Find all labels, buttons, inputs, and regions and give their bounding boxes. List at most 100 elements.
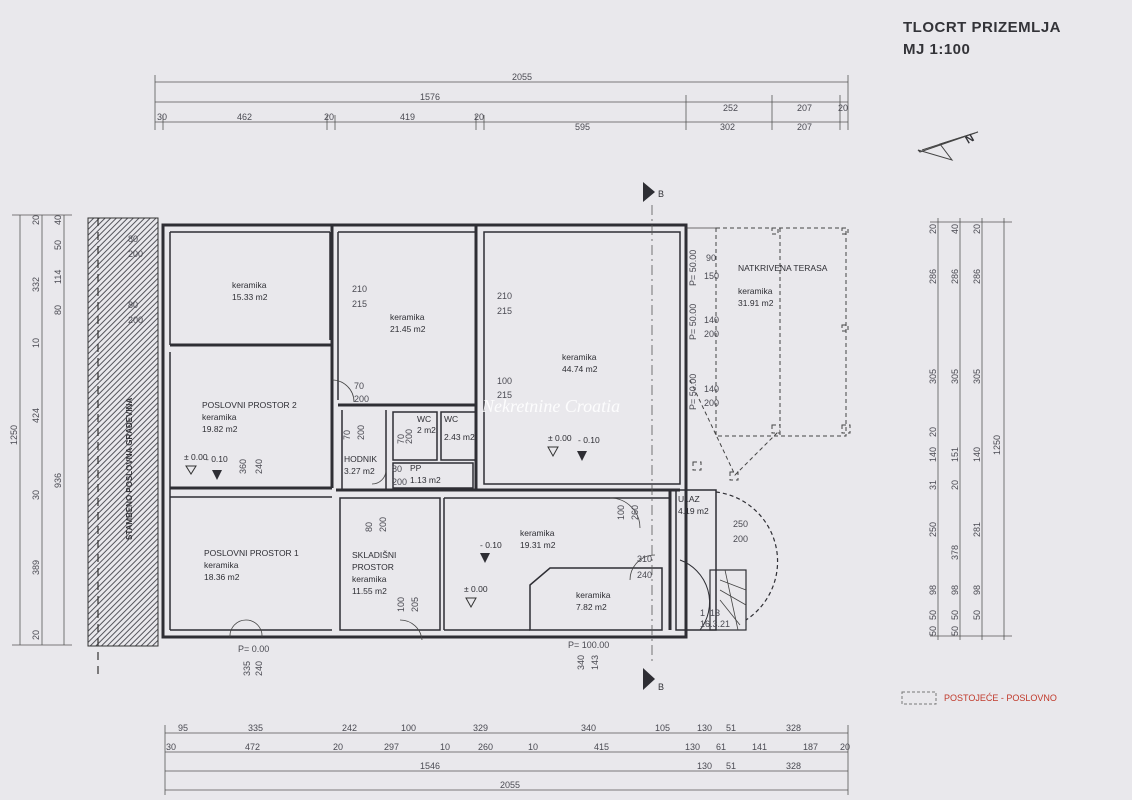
side-wall-label: STAMBENO POSLOVNA GRAĐEVINA: [125, 398, 134, 540]
dim-left: 424: [31, 408, 41, 423]
room-floor: keramika: [352, 574, 387, 584]
svg-text:297: 297: [384, 742, 399, 752]
svg-text:30: 30: [166, 742, 176, 752]
svg-text:16.3.21: 16.3.21: [700, 619, 730, 629]
svg-text:140: 140: [704, 384, 719, 394]
svg-text:N: N: [964, 132, 977, 146]
dim-top-mid: 1576: [420, 92, 440, 102]
dim-left: 80: [53, 305, 63, 315]
svg-text:340: 340: [576, 655, 586, 670]
room-name: PP: [410, 463, 422, 473]
svg-text:250: 250: [733, 519, 748, 529]
svg-text:95: 95: [178, 723, 188, 733]
dim-left: 389: [31, 560, 41, 575]
svg-text:50: 50: [928, 626, 938, 636]
dim-left: 20: [31, 215, 41, 225]
svg-text:305: 305: [928, 369, 938, 384]
svg-text:20: 20: [333, 742, 343, 752]
svg-text:80: 80: [128, 300, 138, 310]
room-area: 3.27 m2: [344, 466, 375, 476]
dim-top-seg: 30: [157, 112, 167, 122]
svg-text:305: 305: [972, 369, 982, 384]
svg-text:P= 50.00: P= 50.00: [688, 304, 698, 340]
left-dimensions: [12, 214, 72, 646]
watermark: Nekretnine Croatia: [481, 396, 620, 416]
svg-text:240: 240: [254, 459, 264, 474]
svg-text:240: 240: [254, 661, 264, 676]
svg-text:328: 328: [786, 723, 801, 733]
svg-text:10: 10: [440, 742, 450, 752]
svg-text:143: 143: [590, 655, 600, 670]
svg-text:286: 286: [928, 269, 938, 284]
svg-text:200: 200: [704, 398, 719, 408]
dim-top-upper: 207: [797, 103, 812, 113]
room-area: 19.31 m2: [520, 540, 556, 550]
room-name: POSLOVNI PROSTOR 2: [202, 400, 297, 410]
svg-text:415: 415: [594, 742, 609, 752]
svg-text:472: 472: [245, 742, 260, 752]
svg-text:360: 360: [238, 459, 248, 474]
svg-text:100: 100: [497, 376, 512, 386]
svg-text:286: 286: [950, 269, 960, 284]
svg-text:100: 100: [616, 505, 626, 520]
svg-text:200: 200: [128, 249, 143, 259]
svg-text:51: 51: [726, 761, 736, 771]
neighbour-wall: [87, 217, 159, 647]
svg-text:205: 205: [410, 597, 420, 612]
svg-text:100: 100: [401, 723, 416, 733]
svg-text:215: 215: [497, 306, 512, 316]
svg-text:281: 281: [972, 522, 982, 537]
svg-text:141: 141: [752, 742, 767, 752]
door-swings: [229, 227, 716, 641]
room-name: HODNIK: [344, 454, 377, 464]
room-floor: keramika: [204, 560, 239, 570]
svg-text:P= 100.00: P= 100.00: [568, 640, 609, 650]
svg-text:140: 140: [928, 447, 938, 462]
svg-text:70: 70: [354, 381, 364, 391]
svg-text:B: B: [658, 682, 664, 692]
dim-left: 50: [53, 240, 63, 250]
svg-text:130: 130: [697, 723, 712, 733]
dim-top-upper: 252: [723, 103, 738, 113]
room-floor: keramika: [390, 312, 425, 322]
svg-text:105: 105: [655, 723, 670, 733]
svg-text:± 0.00: ± 0.00: [184, 452, 208, 462]
svg-text:187: 187: [803, 742, 818, 752]
north-arrow-icon: N: [917, 131, 979, 161]
room-area: 2 m2: [417, 425, 436, 435]
svg-text:B: B: [658, 189, 664, 199]
svg-text:P= 50.00: P= 50.00: [688, 250, 698, 286]
dim-left: 936: [53, 473, 63, 488]
room-floor: keramika: [576, 590, 611, 600]
room-floor: keramika: [202, 412, 237, 422]
svg-text:210: 210: [497, 291, 512, 301]
svg-text:200: 200: [356, 425, 366, 440]
svg-text:50: 50: [928, 610, 938, 620]
dim-left: 114: [53, 270, 63, 284]
svg-text:242: 242: [342, 723, 357, 733]
opening-labels: 80 200 80 200 210 215 210 215 100 215 70…: [128, 234, 748, 676]
svg-text:- 0.10: - 0.10: [206, 454, 228, 464]
svg-text:- 0.10: - 0.10: [480, 540, 502, 550]
dim-top-seg: 207: [797, 122, 812, 132]
svg-text:20: 20: [928, 224, 938, 234]
svg-text:± 0.00: ± 0.00: [464, 584, 488, 594]
room-area: 11.55 m2: [352, 586, 387, 596]
svg-text:210: 210: [352, 284, 367, 294]
svg-text:20: 20: [928, 427, 938, 437]
section-marker-top: B: [643, 182, 664, 202]
room-name: WC: [417, 414, 431, 424]
room-name: SKLADIŠNI: [352, 550, 396, 560]
room-name: POSLOVNI PROSTOR 1: [204, 548, 299, 558]
svg-text:- 0.10: - 0.10: [578, 435, 600, 445]
dim-top-total: 2055: [512, 72, 532, 82]
svg-text:98: 98: [950, 585, 960, 595]
svg-text:70: 70: [396, 434, 406, 444]
room-area: 19.82 m2: [202, 424, 238, 434]
svg-text:80: 80: [364, 522, 374, 532]
room-area: 1.13 m2: [410, 475, 441, 485]
svg-text:90: 90: [706, 253, 716, 263]
svg-text:13: 13: [710, 608, 720, 618]
room-name: NATKRIVENA TERASA: [738, 263, 828, 273]
